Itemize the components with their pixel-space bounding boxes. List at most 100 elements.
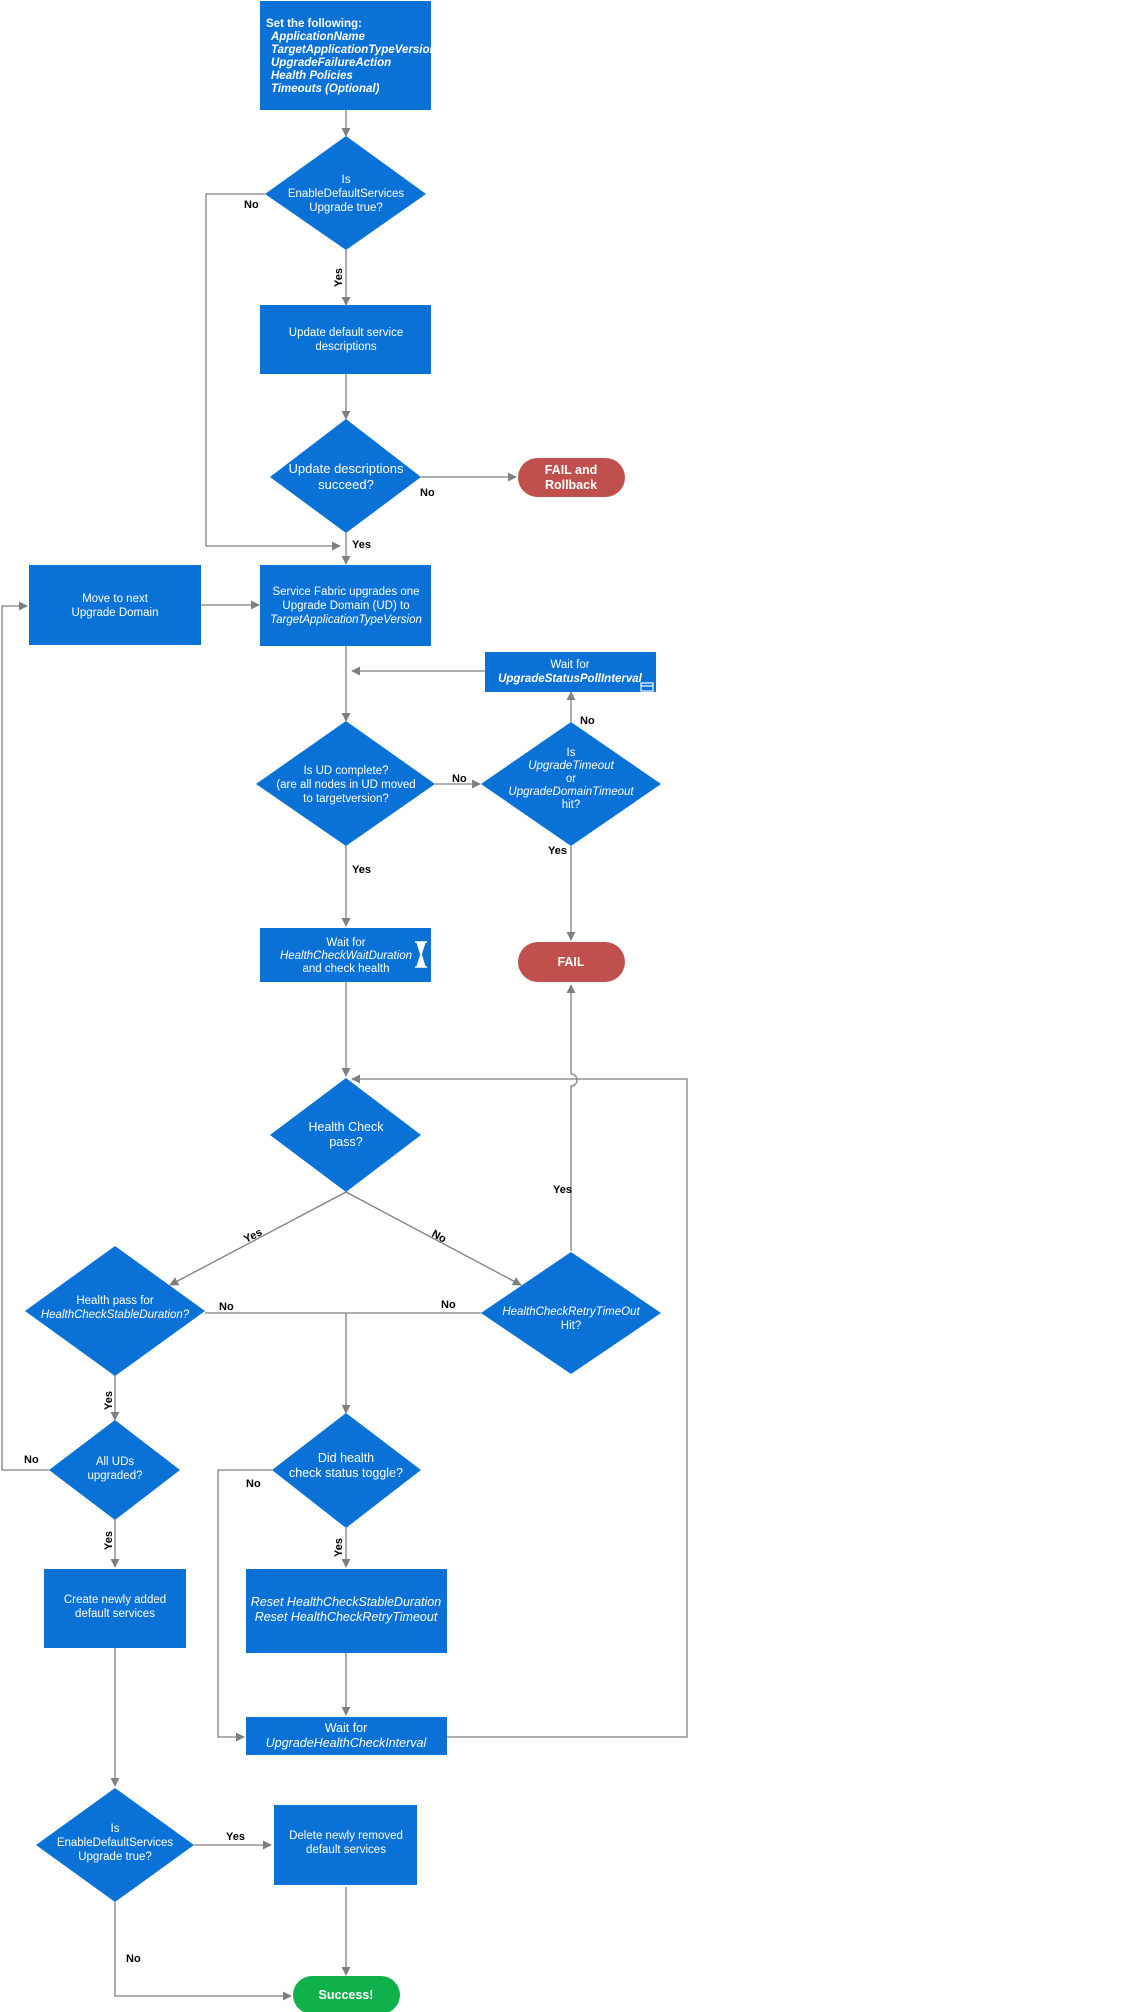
terminal-text: FAIL and bbox=[545, 463, 598, 477]
label-enable2-yes: Yes bbox=[226, 1831, 245, 1843]
decision-text: EnableDefaultServices bbox=[288, 188, 405, 200]
edge-healthpass-no bbox=[345, 1191, 522, 1286]
process-text: UpgradeStatusPollInterval bbox=[498, 673, 643, 685]
label-allud-yes: Yes bbox=[103, 1531, 115, 1550]
start-box: Set the following: ApplicationName Targe… bbox=[260, 1, 437, 110]
process-text: Delete newly removed bbox=[289, 1830, 403, 1842]
process-text: Wait for bbox=[326, 937, 365, 949]
decision-text: to targetversion? bbox=[303, 793, 389, 805]
process-text: Move to next bbox=[82, 593, 149, 605]
decision-text: Is bbox=[111, 1823, 120, 1835]
decision-text: Did health bbox=[318, 1451, 374, 1465]
edge-retry-yes bbox=[566, 984, 578, 1251]
decision-text: check status toggle? bbox=[289, 1466, 403, 1480]
decision-text: upgraded? bbox=[88, 1470, 143, 1482]
terminal-text: FAIL bbox=[557, 955, 584, 969]
decision-text: succeed? bbox=[318, 477, 374, 492]
decision-is-ud-complete: Is UD complete? (are all nodes in UD mov… bbox=[256, 721, 435, 846]
process-text: Create newly added bbox=[64, 1594, 166, 1606]
decision-text: HealthCheckRetryTimeOut bbox=[502, 1306, 640, 1318]
label-retry-no: No bbox=[441, 1299, 456, 1311]
terminal-text: Rollback bbox=[545, 478, 597, 492]
decision-enable-default-services-1: Is EnableDefaultServices Upgrade true? bbox=[265, 136, 426, 250]
decision-text: pass? bbox=[329, 1135, 362, 1149]
decision-text: hit? bbox=[562, 799, 581, 811]
decision-all-uds-upgraded: All UDs upgraded? bbox=[49, 1420, 180, 1520]
decision-enable-default-services-2: Is EnableDefaultServices Upgrade true? bbox=[36, 1788, 194, 1902]
label-enable1-yes: Yes bbox=[333, 268, 345, 287]
terminal-text: Success! bbox=[319, 1988, 374, 2002]
decision-text: or bbox=[566, 773, 576, 785]
decision-update-descriptions-succeed: Update descriptions succeed? bbox=[270, 419, 421, 533]
decision-text: Upgrade true? bbox=[309, 202, 383, 214]
label-udcomplete-no: No bbox=[452, 773, 467, 785]
process-text: default services bbox=[306, 1844, 386, 1856]
terminal-fail-and-rollback: FAIL and Rollback bbox=[518, 458, 625, 497]
process-text: and check health bbox=[303, 963, 390, 975]
start-item: TargetApplicationTypeVersion bbox=[271, 44, 437, 56]
start-item: ApplicationName bbox=[270, 31, 366, 43]
process-move-to-next-upgrade-domain: Move to next Upgrade Domain bbox=[29, 565, 201, 645]
hourglass-icon bbox=[415, 941, 427, 968]
decision-retry-timeout-hit: HealthCheckRetryTimeOut Hit? bbox=[481, 1252, 661, 1374]
edge-toggle-no bbox=[217, 1469, 272, 1742]
label-timeout-no: No bbox=[580, 715, 595, 727]
edge-interval-loop bbox=[351, 1074, 688, 1738]
decision-health-pass-stable-duration: Health pass for HealthCheckStableDuratio… bbox=[25, 1246, 205, 1376]
label-healthpass-no: No bbox=[430, 1228, 449, 1246]
label-retry-yes: Yes bbox=[553, 1184, 572, 1196]
label-toggle-yes: Yes bbox=[333, 1538, 345, 1557]
process-text: TargetApplicationTypeVersion bbox=[270, 614, 422, 626]
process-update-default-service-descriptions: Update default service descriptions bbox=[260, 305, 431, 374]
decision-text: Is bbox=[342, 174, 351, 186]
decision-text: All UDs bbox=[96, 1456, 135, 1468]
terminal-fail: FAIL bbox=[518, 942, 625, 982]
decision-text: Is bbox=[567, 747, 576, 759]
process-text: descriptions bbox=[315, 341, 377, 353]
label-timeout-yes: Yes bbox=[548, 845, 567, 857]
decision-text: Update descriptions bbox=[289, 461, 404, 476]
label-succeed-yes: Yes bbox=[352, 539, 371, 551]
process-wait-upgrade-status-poll-interval: Wait for UpgradeStatusPollInterval bbox=[485, 652, 656, 692]
decision-text: (are all nodes in UD moved bbox=[276, 779, 415, 791]
process-reset-health-check: Reset HealthCheckStableDuration Reset He… bbox=[246, 1569, 447, 1653]
process-text: Wait for bbox=[325, 1721, 368, 1735]
decision-text: EnableDefaultServices bbox=[57, 1837, 174, 1849]
edge-allud-no bbox=[1, 601, 49, 1471]
process-delete-default-services: Delete newly removed default services bbox=[274, 1805, 417, 1885]
edge-healthpass-yes bbox=[169, 1191, 347, 1286]
decision-is-upgrade-timeout-hit: Is UpgradeTimeout or UpgradeDomainTimeou… bbox=[481, 722, 661, 846]
terminal-success: Success! bbox=[293, 1976, 400, 2012]
process-text: Upgrade Domain (UD) to bbox=[282, 600, 409, 612]
process-text: HealthCheckWaitDuration bbox=[280, 950, 412, 962]
decision-text: UpgradeDomainTimeout bbox=[508, 786, 634, 798]
process-text: Service Fabric upgrades one bbox=[272, 586, 419, 598]
label-healthpass-yes: Yes bbox=[242, 1226, 264, 1245]
label-stable-no: No bbox=[219, 1301, 234, 1313]
label-succeed-no: No bbox=[420, 487, 435, 499]
label-enable1-no: No bbox=[244, 199, 259, 211]
label-allud-no: No bbox=[24, 1454, 39, 1466]
decision-text: Is UD complete? bbox=[303, 765, 388, 777]
decision-health-check-pass: Health Check pass? bbox=[270, 1078, 421, 1192]
process-text: UpgradeHealthCheckInterval bbox=[266, 1736, 428, 1750]
process-service-fabric-upgrades-one-ud: Service Fabric upgrades one Upgrade Doma… bbox=[260, 565, 431, 646]
decision-text: Health pass for bbox=[76, 1295, 154, 1307]
edge-enable2-no bbox=[114, 1902, 292, 2001]
process-text: Update default service bbox=[289, 327, 403, 339]
label-toggle-no: No bbox=[246, 1478, 261, 1490]
process-text: Reset HealthCheckRetryTimeout bbox=[255, 1610, 438, 1624]
decision-text: Upgrade true? bbox=[78, 1851, 152, 1863]
start-item: Health Policies bbox=[271, 70, 353, 82]
process-text: Wait for bbox=[550, 659, 589, 671]
edge-enable1-no bbox=[205, 193, 341, 551]
start-title: Set the following: bbox=[266, 18, 362, 30]
start-item: UpgradeFailureAction bbox=[271, 57, 391, 69]
process-wait-health-check-wait-duration: Wait for HealthCheckWaitDuration and che… bbox=[260, 928, 431, 982]
start-item: Timeouts (Optional) bbox=[271, 83, 380, 95]
process-wait-upgrade-health-check-interval: Wait for UpgradeHealthCheckInterval bbox=[246, 1717, 447, 1755]
calendar-icon bbox=[640, 682, 654, 692]
label-enable2-no: No bbox=[126, 1953, 141, 1965]
process-create-default-services: Create newly added default services bbox=[44, 1569, 186, 1648]
